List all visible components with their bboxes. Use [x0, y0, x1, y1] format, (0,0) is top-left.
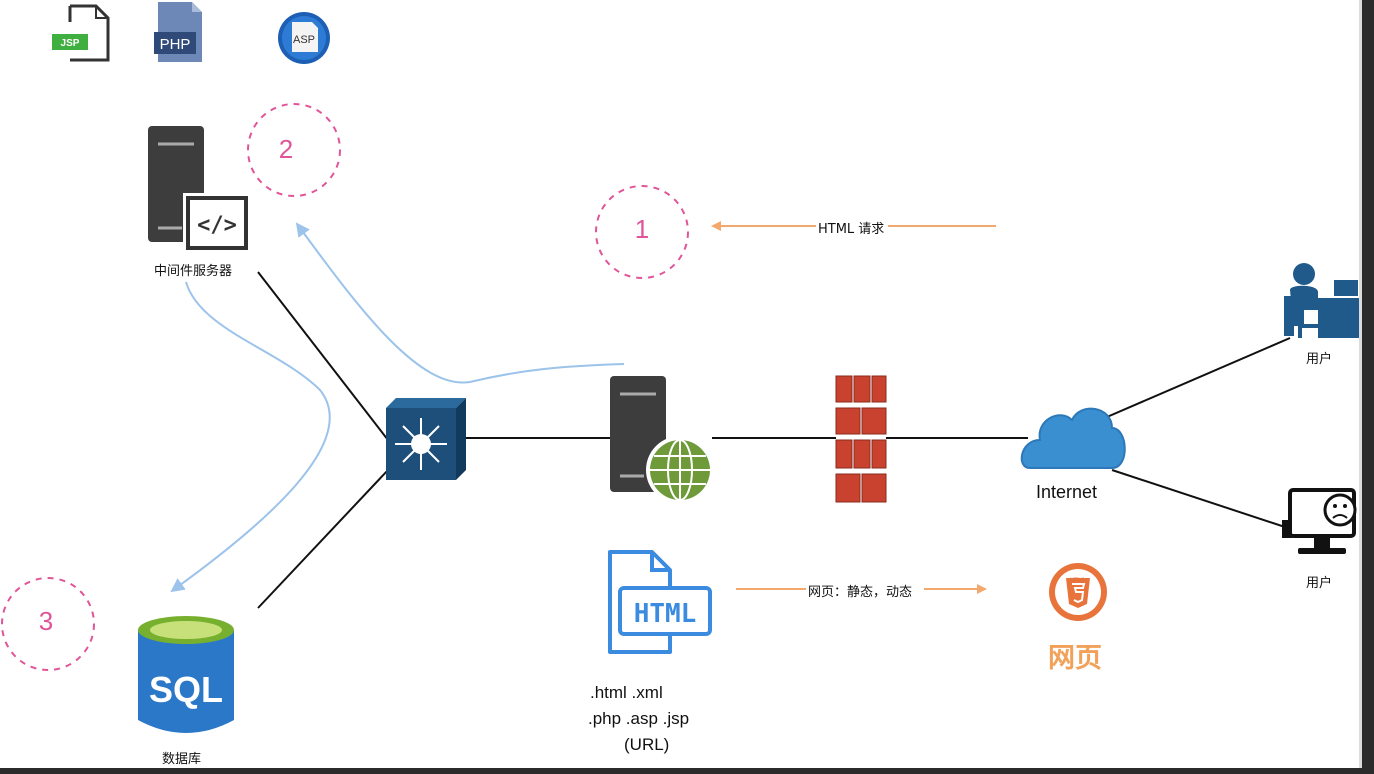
asp-file-icon: ASP — [278, 12, 330, 64]
window-edge — [1359, 0, 1362, 774]
flow-arrow-to-middleware — [295, 222, 625, 384]
line-database-switch — [257, 469, 389, 609]
line-middleware-switch — [257, 271, 389, 441]
network-switch-icon — [386, 398, 466, 480]
html-request-label: HTML 请求 — [818, 222, 885, 237]
sad-monitor-icon — [1282, 488, 1357, 554]
jsp-file-icon: JSP — [52, 4, 110, 62]
step-1-label: 1 — [634, 214, 650, 244]
middleware-server-icon: </> — [148, 126, 251, 253]
sql-icon-text: SQL — [149, 669, 223, 710]
firewall-icon — [835, 375, 887, 503]
user-desktop-icon — [1284, 263, 1360, 338]
window-border-right — [1362, 0, 1374, 774]
internet-label: Internet — [1036, 482, 1098, 502]
asp-icon-text: ASP — [293, 34, 315, 46]
html-file-icon: HTML — [608, 550, 712, 654]
file-types-line-2: .php .asp .jsp — [588, 709, 690, 728]
webpage-static-dynamic-label: 网页：静态，动态 — [808, 585, 913, 600]
internet-cloud-icon — [1020, 407, 1126, 469]
flow-arrow-to-database — [170, 281, 331, 593]
php-file-icon: PHP — [154, 2, 202, 62]
step-circle-2 — [247, 103, 341, 197]
step-circle-3 — [1, 577, 95, 671]
step-circle-1 — [595, 185, 689, 279]
php-icon-text: PHP — [160, 36, 191, 53]
html-icon-text: HTML — [634, 599, 697, 629]
file-types-line-3: (URL) — [624, 735, 670, 754]
window-border-bottom — [0, 768, 1374, 774]
user-bottom-label: 用户 — [1306, 576, 1333, 591]
html5-icon: HTML — [1049, 563, 1107, 621]
step-2-label: 2 — [278, 134, 294, 164]
web-server-icon — [610, 376, 714, 504]
middleware-server-label: 中间件服务器 — [154, 264, 233, 279]
webpage-label: 网页 — [1048, 643, 1102, 674]
html5-icon-text: HTML — [1070, 578, 1087, 584]
line-internet-user-top — [1099, 337, 1291, 421]
connection-lines — [257, 271, 1291, 609]
file-types-line-1: .html .xml — [590, 683, 663, 702]
jsp-icon-text: JSP — [61, 38, 80, 49]
line-internet-user-bottom — [1111, 469, 1289, 529]
sql-database-icon: SQL — [138, 616, 234, 733]
step-3-label: 3 — [38, 606, 54, 636]
code-icon-text: </> — [197, 213, 237, 238]
user-top-label: 用户 — [1306, 352, 1333, 367]
database-label: 数据库 — [162, 752, 202, 767]
